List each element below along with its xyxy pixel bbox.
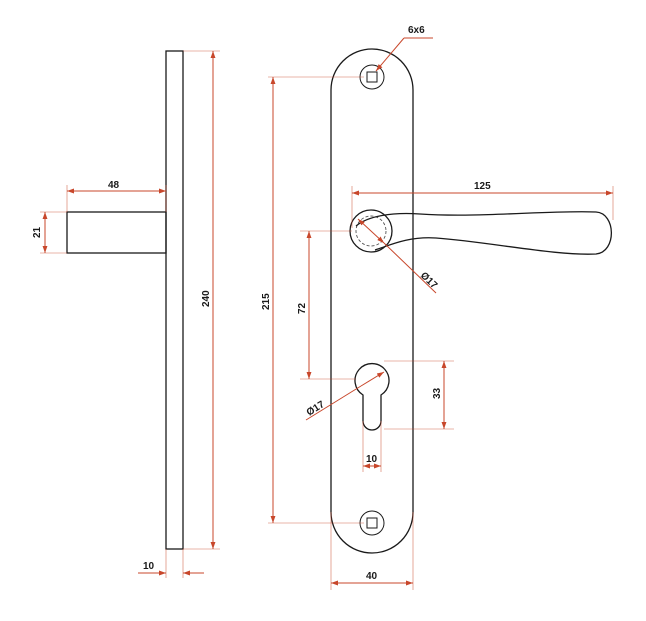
dim-label-plate-height: 240 [201,290,212,307]
dim-rose-diameter: Ø17 [357,218,440,294]
bottom-square-hole [366,517,378,529]
dim-handle-length: 125 [351,181,614,228]
dim-label-hole-spacing: 215 [261,293,272,310]
side-handle-shank [66,211,167,254]
dim-label-cylinder-height: 33 [432,387,443,399]
dim-plate-thickness: 10 [138,549,204,578]
dim-shank-height: 21 [32,211,67,254]
lever-handle [355,211,612,255]
dim-cylinder-width: 10 [362,421,382,472]
dim-cylinder-height: 33 [384,360,454,430]
dim-hole-spacing: 215 [261,76,364,524]
side-view [66,50,184,550]
front-view [330,48,612,554]
dim-plate-width: 40 [330,512,414,590]
dim-label-handle-length: 125 [474,181,491,192]
dim-label-plate-thickness: 10 [143,561,155,572]
front-plate [330,48,414,554]
dim-label-shank-height: 21 [32,226,43,238]
dim-label-rose-diameter: Ø17 [418,270,440,291]
top-square-hole [366,71,378,83]
dim-shank-length: 48 [66,180,167,212]
dim-label-cylinder-diameter: Ø17 [305,399,327,419]
dim-label-plate-width: 40 [366,571,378,582]
spindle-hidden-circle [355,215,387,247]
dim-label-square-spindle: 6x6 [408,25,425,36]
dim-label-shank-length: 48 [108,180,120,191]
dim-backset: 72 [297,230,356,380]
dim-label-cylinder-width: 10 [366,454,378,465]
dim-square-spindle: 6x6 [375,25,433,72]
cylinder-cutout [354,362,390,431]
side-plate [165,50,184,550]
dim-plate-height: 240 [183,50,220,550]
dim-label-backset: 72 [297,302,308,314]
